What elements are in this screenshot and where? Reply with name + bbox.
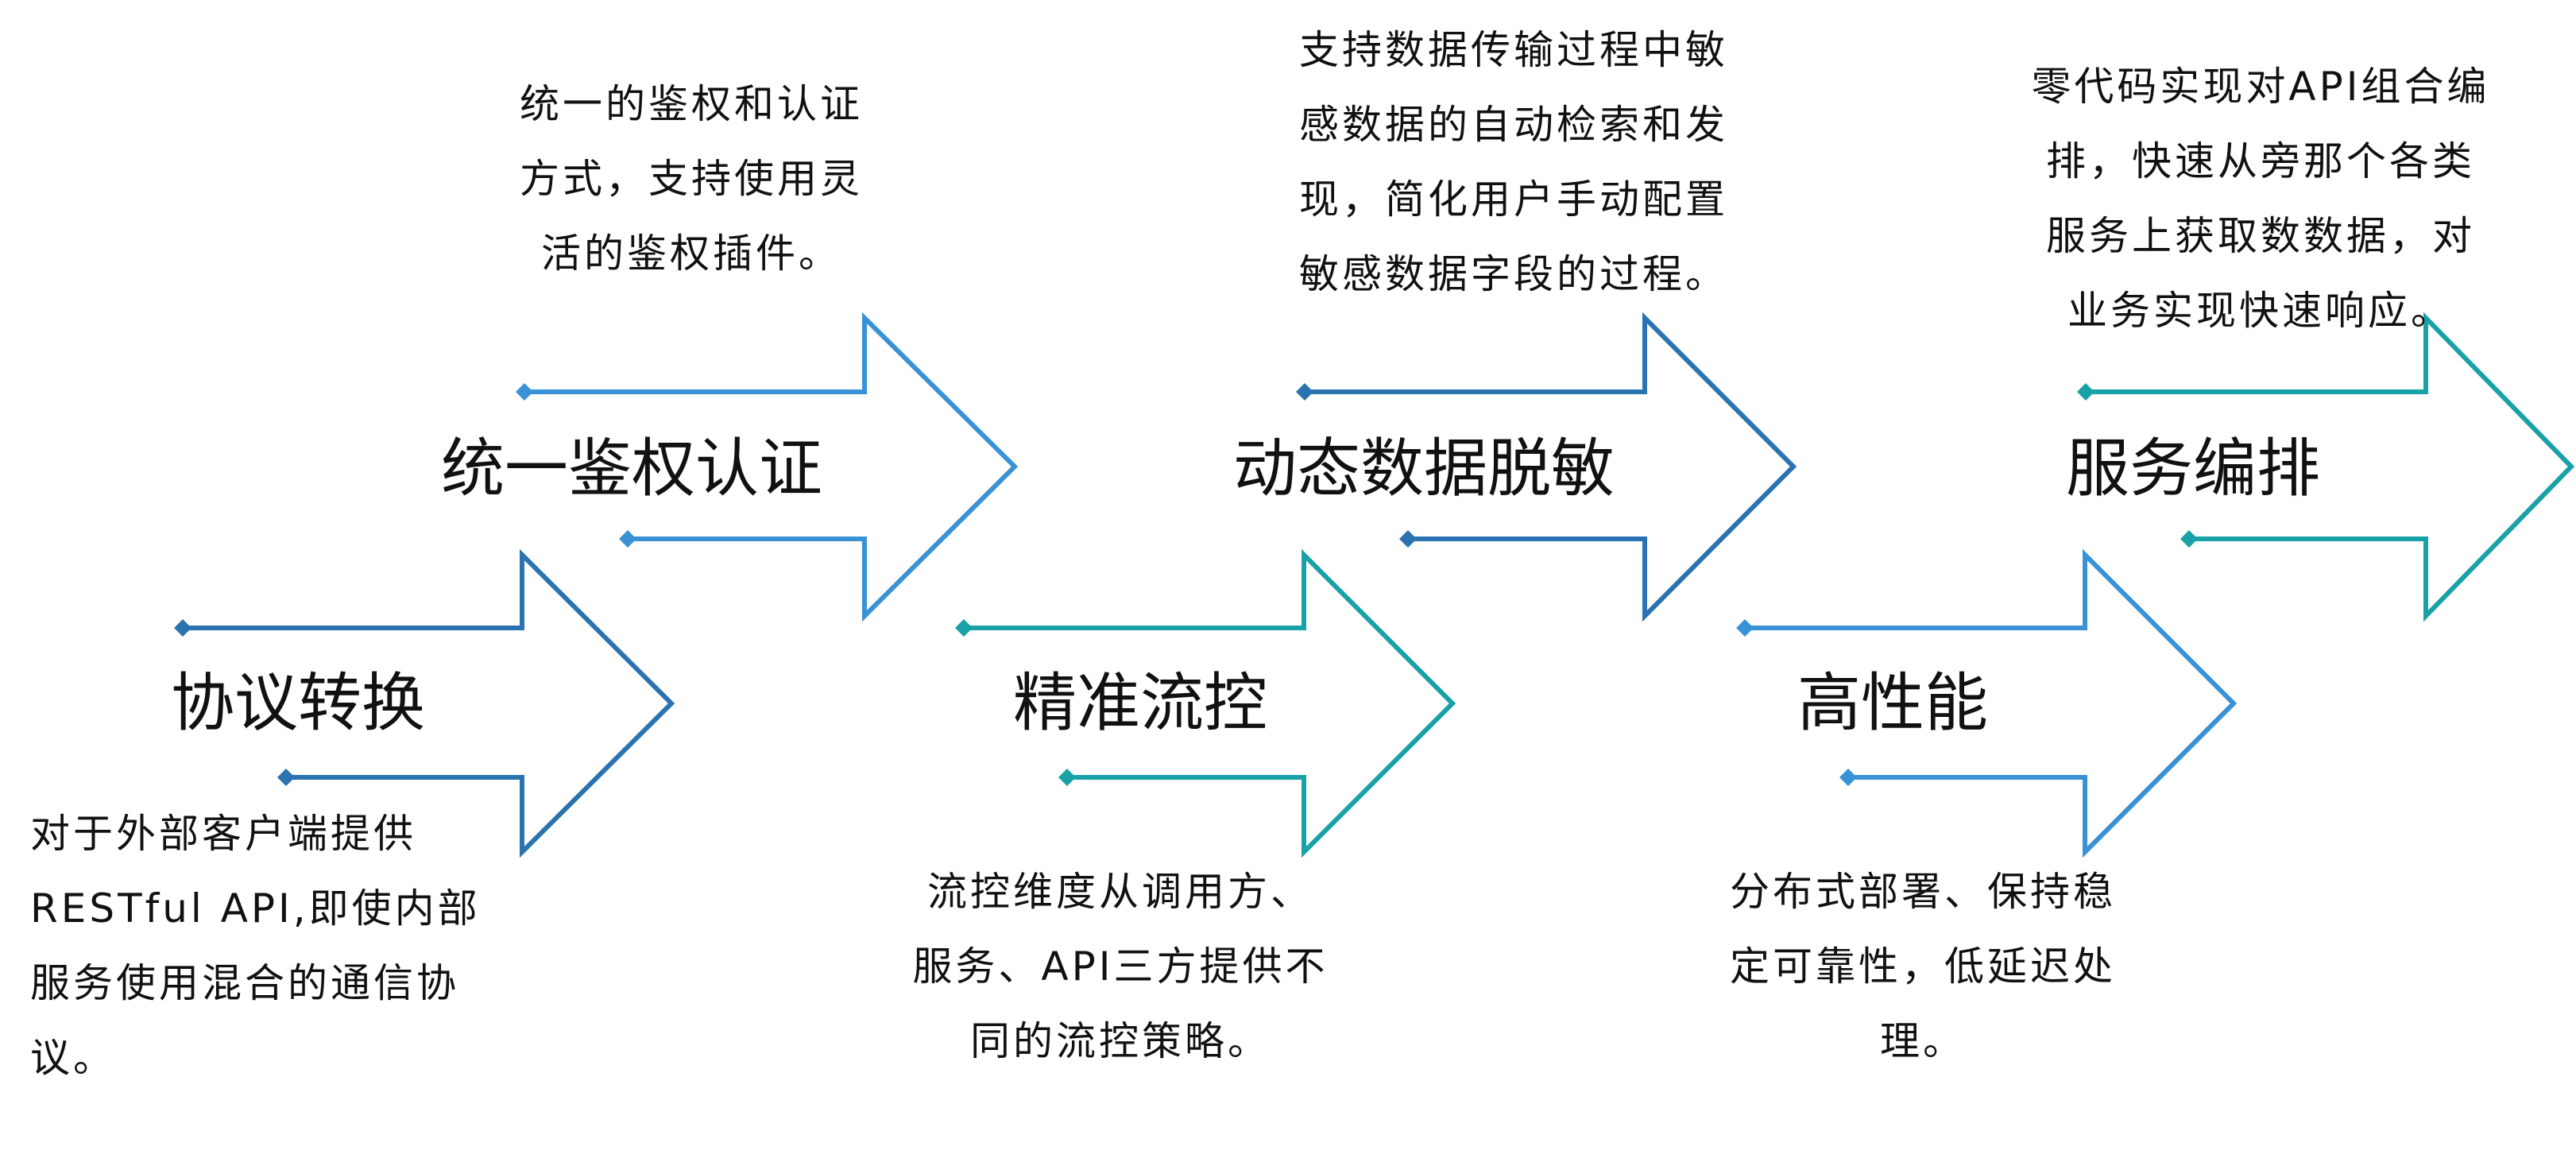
arrow-marker-icon — [1839, 769, 1857, 786]
arrow-protocol-conversion — [183, 548, 675, 858]
description-line: 服务、API三方提供不 — [912, 943, 1329, 990]
description-line: 敏感数据字段的过程。 — [1299, 251, 1728, 297]
step-title-dynamic-masking: 动态数据脱敏 — [1233, 432, 1615, 506]
description-line: 活的鉴权插件。 — [541, 230, 841, 277]
arrow-marker-icon — [1736, 619, 1754, 637]
description-line: 流控维度从调用方、 — [927, 869, 1313, 915]
description-line: 服务上获取数数据，对 — [2046, 213, 2475, 259]
description-line: 排，快速从旁那个各类 — [2046, 138, 2475, 184]
arrow-marker-icon — [619, 530, 636, 548]
arrow-unified-auth — [524, 312, 1019, 622]
step-description-service-orchestration: 零代码实现对API组合编 排，快速从旁那个各类 服务上获取数数据，对 业务实现快… — [1982, 49, 2539, 348]
arrow-marker-icon — [277, 769, 295, 786]
arrow-marker-icon — [2180, 530, 2198, 548]
description-line: 零代码实现对API组合编 — [2031, 64, 2490, 110]
step-description-protocol-conversion: 对于外部客户端提供 RESTful API,即使内部 服务使用混合的通信协 议。 — [30, 796, 481, 1095]
arrow-marker-icon — [1296, 383, 1313, 401]
description-line: 服务使用混合的通信协 — [30, 960, 459, 1006]
step-description-dynamic-masking: 支持数据传输过程中敏 感数据的自动检索和发 现，简化用户手动配置 敏感数据字段的… — [1240, 13, 1788, 312]
description-line: 理。 — [1880, 1018, 1966, 1064]
arrow-marker-icon — [516, 383, 533, 401]
arrow-marker-icon — [1058, 769, 1076, 786]
description-line: 业务实现快速响应。 — [2067, 288, 2454, 334]
description-line: 感数据的自动检索和发 — [1299, 102, 1728, 148]
description-line: 统一的鉴权和认证 — [520, 81, 863, 127]
description-line: 议。 — [30, 1035, 116, 1081]
arrow-marker-icon — [1399, 530, 1417, 548]
description-line: 同的流控策略。 — [970, 1018, 1271, 1064]
description-line: 对于外部客户端提供 — [30, 811, 416, 857]
description-line: 分布式部署、保持稳 — [1730, 869, 2116, 915]
description-line: 支持数据传输过程中敏 — [1299, 27, 1728, 73]
step-title-protocol-conversion: 协议转换 — [171, 666, 425, 740]
step-description-unified-auth: 统一的鉴权和认证 方式，支持使用灵 活的鉴权插件。 — [445, 67, 938, 291]
step-description-high-performance: 分布式部署、保持稳 定可靠性，低延迟处 理。 — [1677, 854, 2169, 1079]
description-line: 现，简化用户手动配置 — [1299, 176, 1728, 223]
arrow-dynamic-masking — [1305, 312, 1797, 622]
arrow-service-orchestration — [2086, 312, 2575, 622]
step-title-flow-control: 精准流控 — [1013, 666, 1267, 740]
arrow-flow-control — [964, 548, 1456, 858]
step-title-high-performance: 高性能 — [1797, 666, 1988, 740]
arrow-marker-icon — [174, 619, 191, 637]
arrow-high-performance — [1745, 548, 2238, 858]
description-line: RESTful API,即使内部 — [30, 885, 481, 932]
description-line: 定可靠性，低延迟处 — [1730, 943, 2116, 990]
arrow-marker-icon — [2077, 383, 2094, 401]
step-title-unified-auth: 统一鉴权认证 — [441, 432, 822, 506]
description-line: 方式，支持使用灵 — [520, 156, 863, 202]
arrow-marker-icon — [955, 619, 973, 637]
step-title-service-orchestration: 服务编排 — [2066, 432, 2320, 506]
step-description-flow-control: 流控维度从调用方、 服务、API三方提供不 同的流控策略。 — [866, 854, 1375, 1079]
